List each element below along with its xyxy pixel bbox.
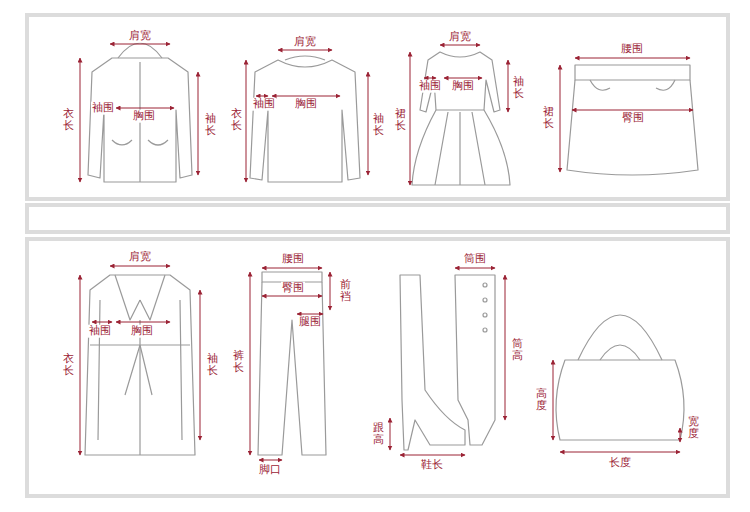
measure-label: 跟高	[372, 422, 385, 446]
line-art	[560, 452, 680, 453]
measure-label: 肩宽	[128, 251, 152, 264]
measure-label: 宽度	[687, 416, 700, 440]
measure-label: 裤长	[232, 350, 245, 374]
line-art	[424, 78, 436, 79]
line-art	[553, 360, 554, 440]
measure-label: 臀围	[281, 282, 305, 295]
line-art	[112, 62, 168, 182]
line-art	[262, 296, 322, 297]
line-art	[483, 313, 487, 317]
line-art	[505, 275, 506, 420]
line-art	[285, 56, 325, 60]
line-art	[110, 266, 170, 267]
line-art	[567, 80, 698, 175]
line-art	[116, 322, 170, 323]
line-art	[578, 315, 662, 360]
measure-label: 胸围	[132, 110, 156, 123]
line-art	[435, 112, 485, 185]
line-art	[259, 460, 282, 461]
line-art	[115, 275, 165, 455]
line-art	[508, 60, 509, 112]
line-art	[390, 418, 391, 450]
line-art	[88, 58, 192, 182]
line-art	[200, 290, 201, 440]
line-art	[455, 275, 495, 445]
line-art	[116, 108, 174, 109]
measure-label: 肩宽	[128, 30, 152, 43]
measure-label: 肩宽	[293, 36, 317, 49]
line-art	[80, 58, 81, 182]
line-art	[556, 360, 684, 440]
line-art	[80, 275, 81, 455]
line-art	[330, 272, 331, 310]
measure-label: 腰围	[620, 43, 644, 56]
measure-label: 袖长	[512, 76, 525, 100]
line-art	[250, 272, 251, 455]
measure-label: 腰围	[281, 253, 305, 266]
line-art	[90, 300, 190, 440]
middle-band	[25, 203, 730, 234]
measure-label: 筒围	[463, 253, 487, 266]
measure-label: 衣长	[62, 353, 75, 377]
line-art	[258, 282, 326, 455]
line-art	[262, 268, 322, 269]
measure-label: 衣长	[62, 108, 75, 132]
measure-label: 袖长	[204, 113, 217, 137]
line-art	[560, 65, 561, 172]
line-art	[590, 80, 675, 90]
outlines	[85, 43, 698, 455]
line-art	[600, 345, 640, 360]
measure-label: 肩宽	[448, 31, 472, 44]
measure-label: 前裆	[339, 279, 352, 303]
measure-label: 裙长	[394, 108, 407, 132]
measure-label: 袖围	[252, 98, 276, 111]
line-art	[455, 268, 495, 269]
line-art	[412, 110, 510, 185]
line-art	[410, 52, 411, 185]
line-art	[572, 110, 693, 111]
measure-label: 臀围	[621, 112, 645, 125]
measure-label: 胸围	[294, 98, 318, 111]
line-art	[118, 43, 162, 58]
line-art	[262, 272, 322, 282]
measure-label: 袖围	[88, 325, 112, 338]
measure-label: 腿围	[298, 316, 322, 329]
line-art	[256, 96, 268, 97]
line-art	[278, 50, 332, 51]
line-art	[444, 78, 482, 79]
line-art	[440, 45, 480, 46]
measure-label: 袖围	[91, 102, 115, 115]
measure-label: 袖长	[372, 113, 385, 137]
line-art	[483, 298, 487, 302]
line-art	[400, 455, 465, 456]
line-art	[483, 328, 487, 332]
line-art	[85, 275, 195, 455]
measure-label: 长度	[608, 457, 632, 470]
measure-label: 脚口	[258, 464, 282, 477]
line-art	[575, 58, 690, 59]
measure-label: 胸围	[130, 325, 154, 338]
line-art	[92, 322, 112, 323]
line-art	[250, 60, 360, 182]
line-art	[297, 314, 323, 315]
measure-label: 胸围	[451, 80, 475, 93]
measure-lines	[80, 44, 693, 460]
measure-label: 袖长	[206, 353, 219, 377]
line-art	[368, 72, 369, 175]
measure-label: 高度	[535, 388, 548, 412]
line-art	[680, 428, 681, 442]
measure-label: 袖围	[418, 80, 442, 93]
measure-label: 衣长	[230, 108, 243, 132]
line-art	[110, 44, 170, 45]
line-art	[198, 72, 199, 175]
line-art	[483, 283, 487, 287]
line-art	[272, 96, 340, 97]
measure-label: 裙长	[542, 106, 555, 130]
line-art	[575, 65, 690, 80]
measure-label: 鞋长	[420, 459, 444, 472]
line-art	[246, 60, 247, 182]
measure-label: 筒高	[511, 338, 524, 362]
